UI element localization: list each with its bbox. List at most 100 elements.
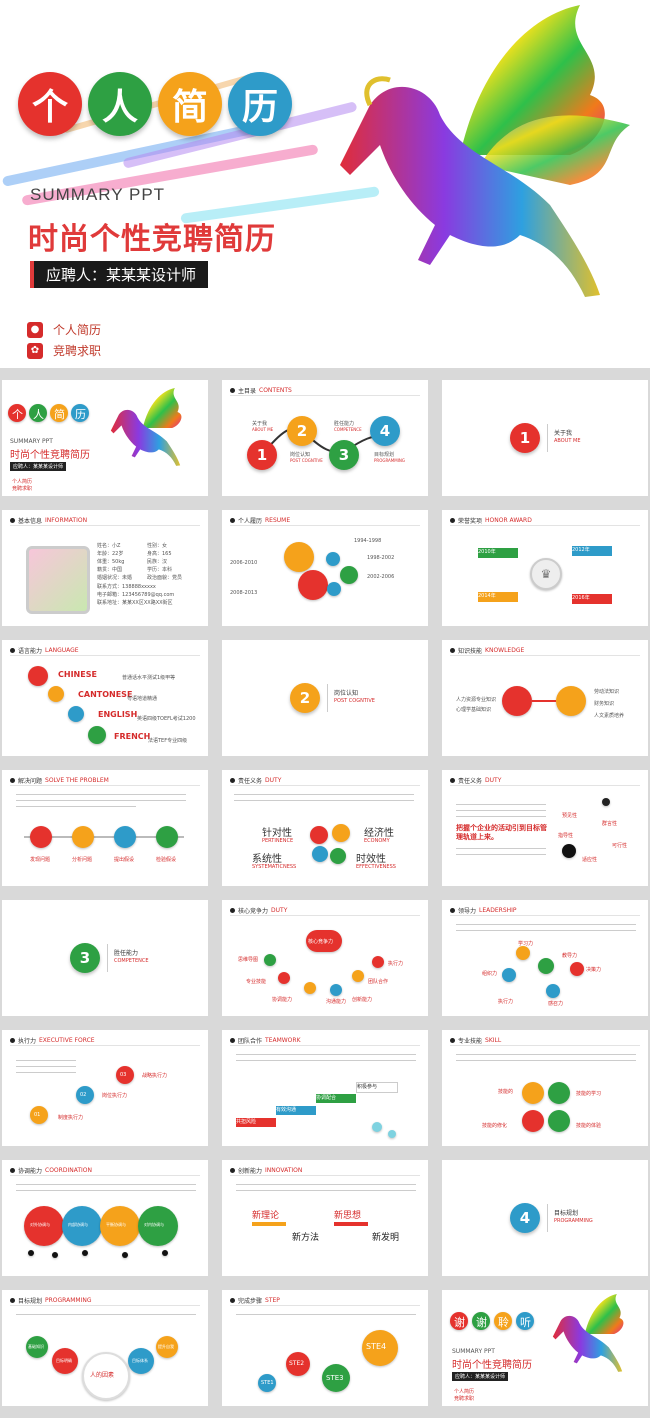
item: 人的因素: [90, 1372, 115, 1379]
label: 制度执行力: [58, 1115, 84, 1121]
year: 1998-2002: [367, 555, 395, 561]
menu-item-resume[interactable]: ●个人简历: [27, 321, 101, 338]
label: 岗位认知: [290, 452, 311, 458]
tag: 感召力: [548, 1001, 564, 1007]
dot-icon: [450, 648, 455, 653]
slide-section-3[interactable]: 3 胜任能力 COMPETENCE: [2, 900, 208, 1016]
slide-thanks[interactable]: 谢 谢 聆 听 SUMMARY PPT 时尚个性竞聘简历 应聘人：某某某设计师 …: [442, 1290, 648, 1406]
step: 检验假设: [156, 857, 177, 863]
section-number: 2: [290, 683, 320, 713]
field: 政治面貌：党员: [147, 575, 183, 581]
menu-item: 个人简历: [12, 479, 33, 485]
menu-label: 竞聘求职: [53, 344, 102, 358]
cover-hero: 个 人 简 历 SUMMARY PPT 时尚个性竞聘简历 应聘人：某某某设计师 …: [0, 0, 650, 368]
section-label-en: POST COGNTIVE: [334, 698, 375, 704]
menu-item: 竞聘求职: [454, 1396, 475, 1402]
item: 目标明确: [56, 1358, 72, 1363]
dot-icon: [230, 1298, 235, 1303]
item: 对内协调与: [144, 1222, 164, 1227]
char: 人: [33, 408, 44, 421]
tag: 思维导图: [238, 957, 259, 963]
box: 积极参与: [356, 1082, 398, 1093]
slide-cover-thumb[interactable]: 个 人 简 历 SUMMARY PPT 时尚个性竞聘简历 应聘人：某某某设计师 …: [2, 380, 208, 496]
year: 2006-2010: [230, 560, 258, 566]
char: 谢: [454, 1316, 465, 1329]
slide-section-4[interactable]: 4 目标规划 PROGRAMMING: [442, 1160, 648, 1276]
duty-item: 时效性: [356, 854, 386, 865]
dot-icon: [10, 1168, 15, 1173]
label: 关于我: [252, 421, 268, 427]
applicant-label: 应聘人：某某某设计师: [30, 261, 209, 288]
item: 目标体系: [132, 1358, 148, 1363]
tag: 适应性: [582, 857, 598, 863]
tag: 预见性: [562, 813, 578, 819]
knowledge-item: 人文素质培养: [594, 713, 625, 719]
dot-icon: [10, 1298, 15, 1303]
section-label-en: COMPETENCE: [114, 958, 149, 964]
step: STE3: [326, 1374, 344, 1382]
section-label: 目标规划: [554, 1210, 579, 1217]
dot-icon: [450, 518, 455, 523]
award-2014: 2014年: [478, 592, 518, 602]
lang: FRENCH: [114, 732, 151, 741]
num-4: 4: [370, 416, 400, 446]
connector: [261, 427, 388, 456]
duty-item-en: EFFECTIVENESS: [356, 864, 396, 870]
field: 民族：汉: [147, 559, 168, 565]
tag: 技能的: [498, 1089, 514, 1095]
cover-title: 时尚个性竞聘简历: [28, 222, 276, 257]
title-char-2: 人: [88, 72, 152, 136]
menu-item: 个人简历: [454, 1389, 475, 1395]
pegasus-illustration: [110, 388, 182, 466]
label-en: PROGRAMMING: [374, 458, 405, 463]
duty-item: 系统性: [252, 854, 282, 865]
tag: 群言性: [602, 821, 618, 827]
slide-section-2[interactable]: 2 岗位认知 POST COGNTIVE: [222, 640, 428, 756]
field: 性别：女: [147, 543, 168, 549]
duty-item-en: SYSTEMATICNESS: [252, 864, 297, 870]
step: 提出假设: [114, 857, 135, 863]
menu-item-job[interactable]: ✿竞聘求职: [27, 342, 101, 359]
knowledge-item: 心理学基础知识: [456, 707, 492, 713]
year: 2002-2006: [367, 574, 395, 580]
menu-label: 个人简历: [53, 323, 102, 337]
dot-icon: [230, 518, 235, 523]
title-char-4: 历: [228, 72, 292, 136]
tag: 决策力: [586, 967, 602, 973]
num-1: 1: [247, 440, 277, 470]
section-label: 岗位认知: [334, 690, 359, 697]
field: 婚姻状况：未婚: [97, 575, 133, 581]
tag: 学习力: [518, 941, 534, 947]
lang-desc: 英语四级TOEFL考试1200: [137, 716, 196, 722]
item: 新思想: [334, 1211, 362, 1221]
item: 平衡协调与: [106, 1222, 126, 1227]
summary: SUMMARY PPT: [452, 1348, 495, 1355]
knowledge-item: 财务知识: [594, 701, 615, 707]
slide-section-1[interactable]: 1 关于我 ABOUT ME: [442, 380, 648, 496]
